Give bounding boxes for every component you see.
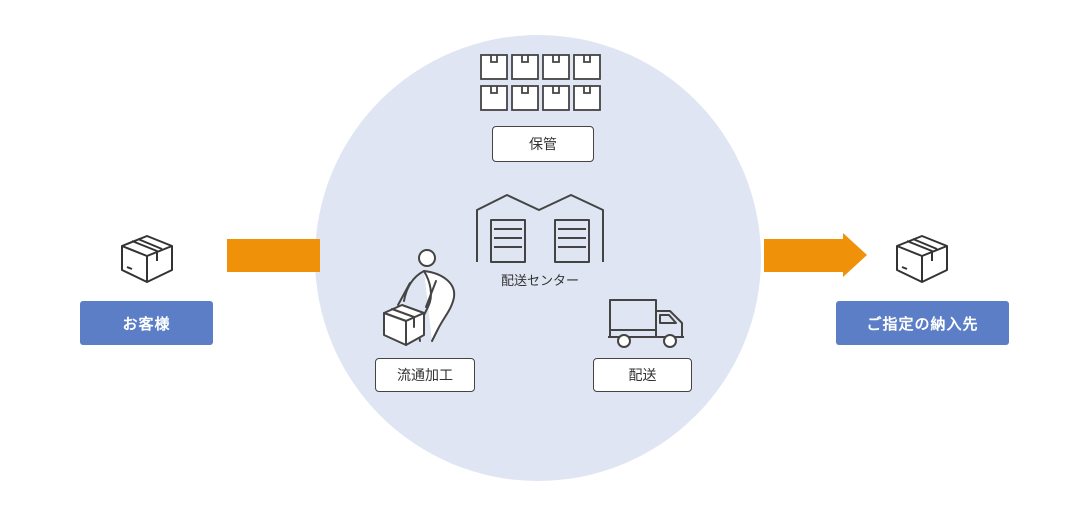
storage-box-icon — [511, 85, 539, 111]
storage-box-icon — [511, 54, 539, 80]
storage-label: 保管 — [492, 126, 594, 162]
storage-box-icon — [542, 54, 570, 80]
storage-box-icon — [573, 85, 601, 111]
storage-box-icon — [480, 54, 508, 80]
worker-lifting-box-icon — [383, 249, 456, 346]
outbound-arrow-head — [843, 233, 867, 277]
outbound-arrow — [764, 239, 844, 272]
box-icon — [896, 235, 948, 283]
processing-label: 流通加工 — [375, 358, 475, 392]
storage-box-icon — [573, 54, 601, 80]
truck-icon — [608, 299, 684, 348]
customer-label: お客様 — [80, 301, 213, 345]
inbound-arrow — [227, 239, 320, 272]
boxes-grid-icon — [480, 54, 601, 111]
box-icon — [121, 235, 173, 283]
storage-box-icon — [480, 85, 508, 111]
warehouse-icon — [476, 194, 604, 263]
delivery-label: 配送 — [593, 358, 692, 392]
destination-label: ご指定の納入先 — [836, 301, 1009, 345]
storage-box-icon — [542, 85, 570, 111]
distribution-center-label: 配送センター — [500, 274, 579, 289]
